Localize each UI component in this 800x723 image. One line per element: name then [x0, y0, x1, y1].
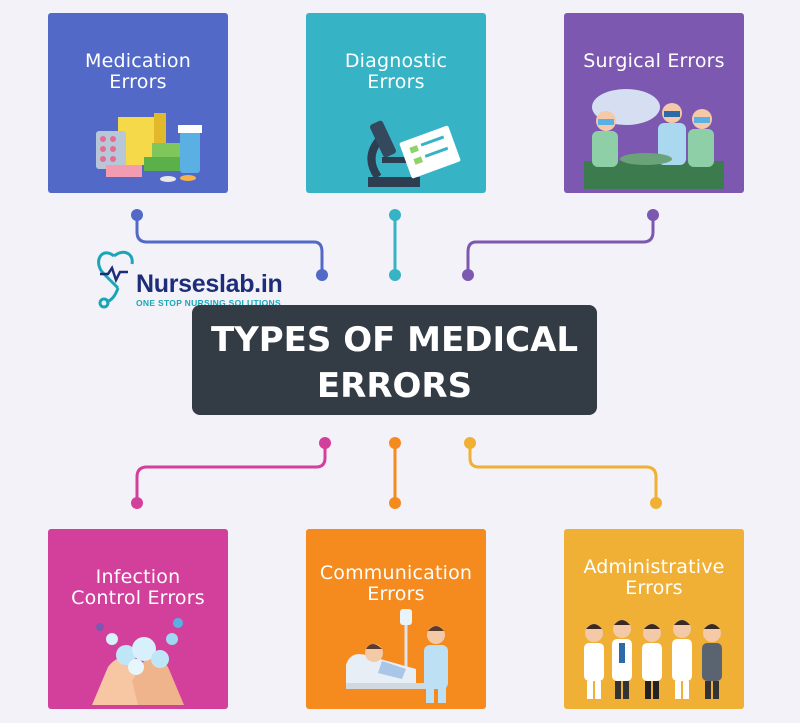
card-medication-errors: Medication Errors — [48, 13, 228, 193]
connector-dot — [462, 269, 474, 281]
connector-dot — [319, 437, 331, 449]
page-title-line: TYPES OF MEDICAL — [210, 320, 579, 360]
heart-stethoscope-icon — [97, 250, 134, 309]
card-infection-control-errors: Infection Control Errors — [48, 529, 228, 709]
card-title-line: Control Errors — [71, 587, 205, 609]
connector-dot — [650, 497, 662, 509]
card-title: Administrative Errors — [564, 557, 744, 599]
staff-figure — [584, 624, 604, 699]
connector-dot — [316, 269, 328, 281]
card-communication-errors: Communication Errors — [306, 529, 486, 709]
patient-bed-nurse-icon — [346, 609, 448, 703]
card-title: Infection Control Errors — [48, 567, 228, 609]
connector-dot — [389, 209, 401, 221]
logo-tagline: ONE STOP NURSING SOLUTIONS — [136, 298, 281, 308]
card-diagnostic-errors: Diagnostic Errors — [306, 13, 486, 193]
staff-figure — [672, 620, 692, 699]
connector-dot — [389, 269, 401, 281]
connector-dot — [131, 497, 143, 509]
card-title: Medication Errors — [48, 51, 228, 93]
medical-staff-group-icon — [584, 620, 722, 699]
center-title-box: TYPES OF MEDICAL ERRORS — [192, 305, 597, 415]
microscope-icon — [367, 120, 461, 187]
card-title: Diagnostic Errors — [306, 51, 486, 93]
nurseslab-logo: Nurseslab.in ONE STOP NURSING SOLUTIONS — [96, 244, 296, 312]
medicine-boxes-icon — [96, 113, 202, 182]
card-title-line: Errors — [625, 577, 683, 599]
connector-surgical — [466, 215, 655, 273]
connector-dot — [389, 497, 401, 509]
handwashing-icon — [92, 618, 184, 705]
card-title-line: Errors — [109, 71, 167, 93]
surgery-team-icon — [584, 89, 724, 189]
connector-dot — [464, 437, 476, 449]
card-title-line: Administrative — [583, 556, 725, 578]
card-title-line: Communication — [319, 562, 473, 584]
card-administrative-errors: Administrative Errors — [564, 529, 744, 709]
staff-figure — [702, 624, 722, 699]
logo-brand-text: Nurseslab.in — [136, 270, 283, 298]
card-title: Communication Errors — [306, 563, 486, 605]
connector-administrative — [468, 443, 658, 502]
page-title-line: ERRORS — [316, 366, 473, 406]
card-title-line: Infection — [95, 566, 181, 588]
card-title-line: Diagnostic — [344, 50, 448, 72]
card-title-line: Errors — [367, 71, 425, 93]
card-title-line: Medication — [85, 50, 191, 72]
staff-figure — [642, 624, 662, 699]
connector-infection — [135, 443, 327, 502]
card-surgical-errors: Surgical Errors — [564, 13, 744, 193]
connector-medication — [135, 215, 324, 273]
staff-figure — [612, 620, 632, 699]
card-title: Surgical Errors — [564, 51, 744, 72]
connector-dot — [389, 437, 401, 449]
card-title-line: Errors — [367, 583, 425, 605]
card-title-line: Surgical Errors — [583, 50, 725, 72]
connector-dot — [131, 209, 143, 221]
connector-dot — [647, 209, 659, 221]
